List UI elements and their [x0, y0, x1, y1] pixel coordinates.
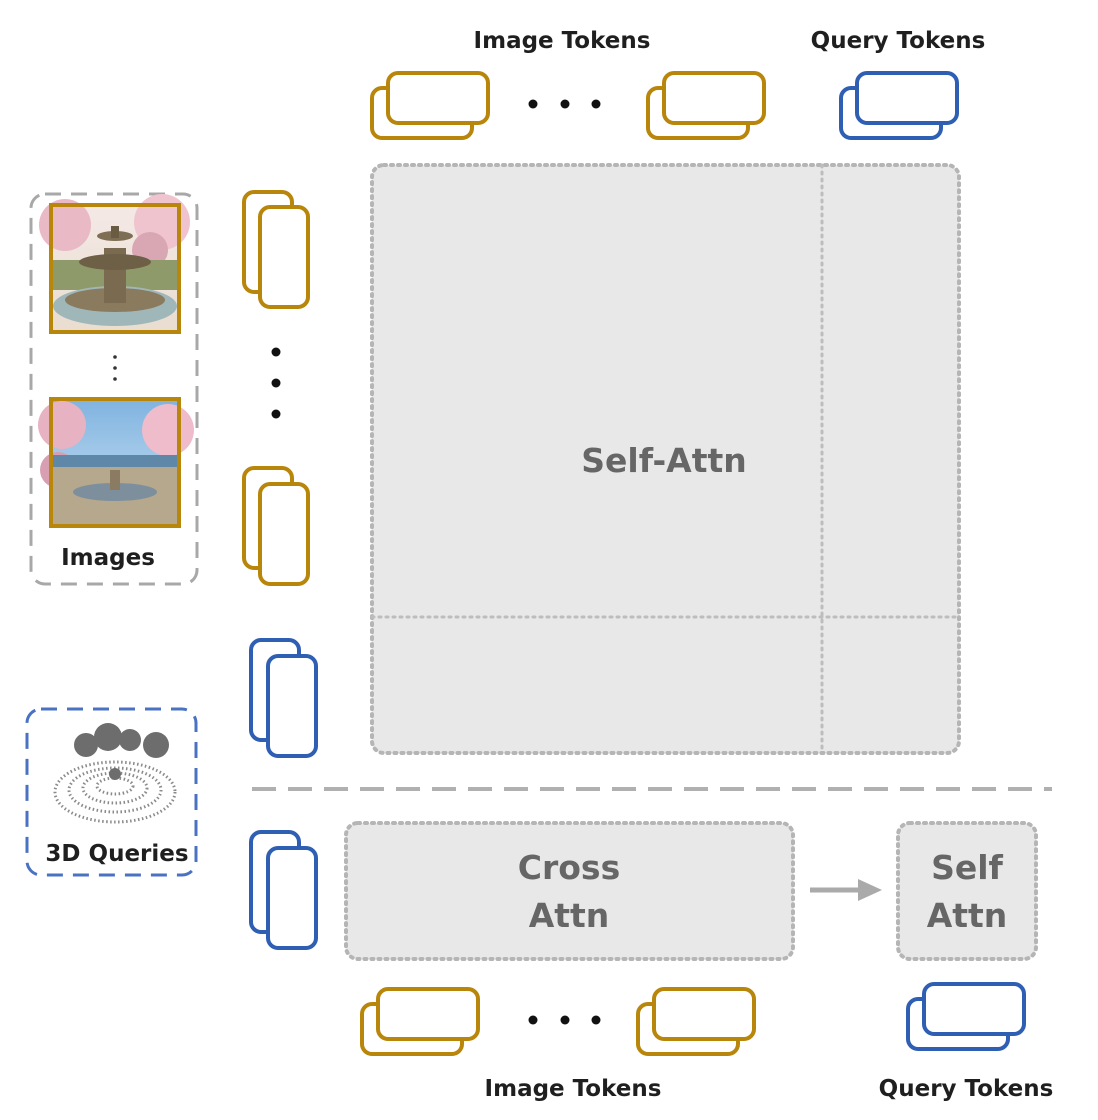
image-token-stack-bottom-2 — [636, 987, 756, 1056]
image-token-stack-left-2 — [242, 466, 310, 586]
fountain-image-2 — [38, 397, 194, 528]
self-attn-label: Self-Attn — [581, 441, 747, 480]
query-token-stack-left-1 — [249, 638, 318, 758]
ellipsis-bottom — [528, 1015, 601, 1025]
image-token-stack-top-1 — [370, 71, 490, 140]
point-cloud-trees — [74, 723, 169, 780]
query-token-stack-top — [839, 71, 959, 140]
images-group-border — [29, 192, 199, 586]
images-label: Images — [61, 545, 155, 571]
query-tokens-bottom-label: Query Tokens — [879, 1076, 1054, 1102]
self-attn-small-label-line2: Attn — [927, 896, 1008, 935]
self-attn-small-block — [896, 821, 1038, 961]
query-token-stack-left-2 — [249, 830, 318, 950]
image-tokens-bottom-label: Image Tokens — [485, 1076, 662, 1102]
3d-queries-label: 3D Queries — [45, 841, 188, 867]
vertical-ellipsis-left — [271, 347, 281, 419]
image-tokens-top-label: Image Tokens — [474, 28, 651, 54]
cross-attn-label-line2: Attn — [529, 896, 610, 935]
ellipsis-top — [528, 99, 601, 109]
cross-attn-block — [344, 821, 795, 961]
arrow-icon — [810, 879, 882, 901]
fountain-image-1 — [39, 194, 190, 334]
image-token-stack-bottom-1 — [360, 987, 480, 1056]
cross-attn-label-line1: Cross — [518, 848, 620, 887]
query-tokens-top-label: Query Tokens — [811, 28, 986, 54]
image-token-stack-top-2 — [646, 71, 766, 140]
query-token-stack-bottom — [906, 982, 1026, 1051]
self-attn-block — [370, 163, 961, 755]
vertical-ellipsis-images — [113, 355, 117, 381]
queries-group-border — [25, 707, 198, 877]
self-attn-small-label-line1: Self — [931, 848, 1003, 887]
image-token-stack-left-1 — [242, 190, 310, 309]
